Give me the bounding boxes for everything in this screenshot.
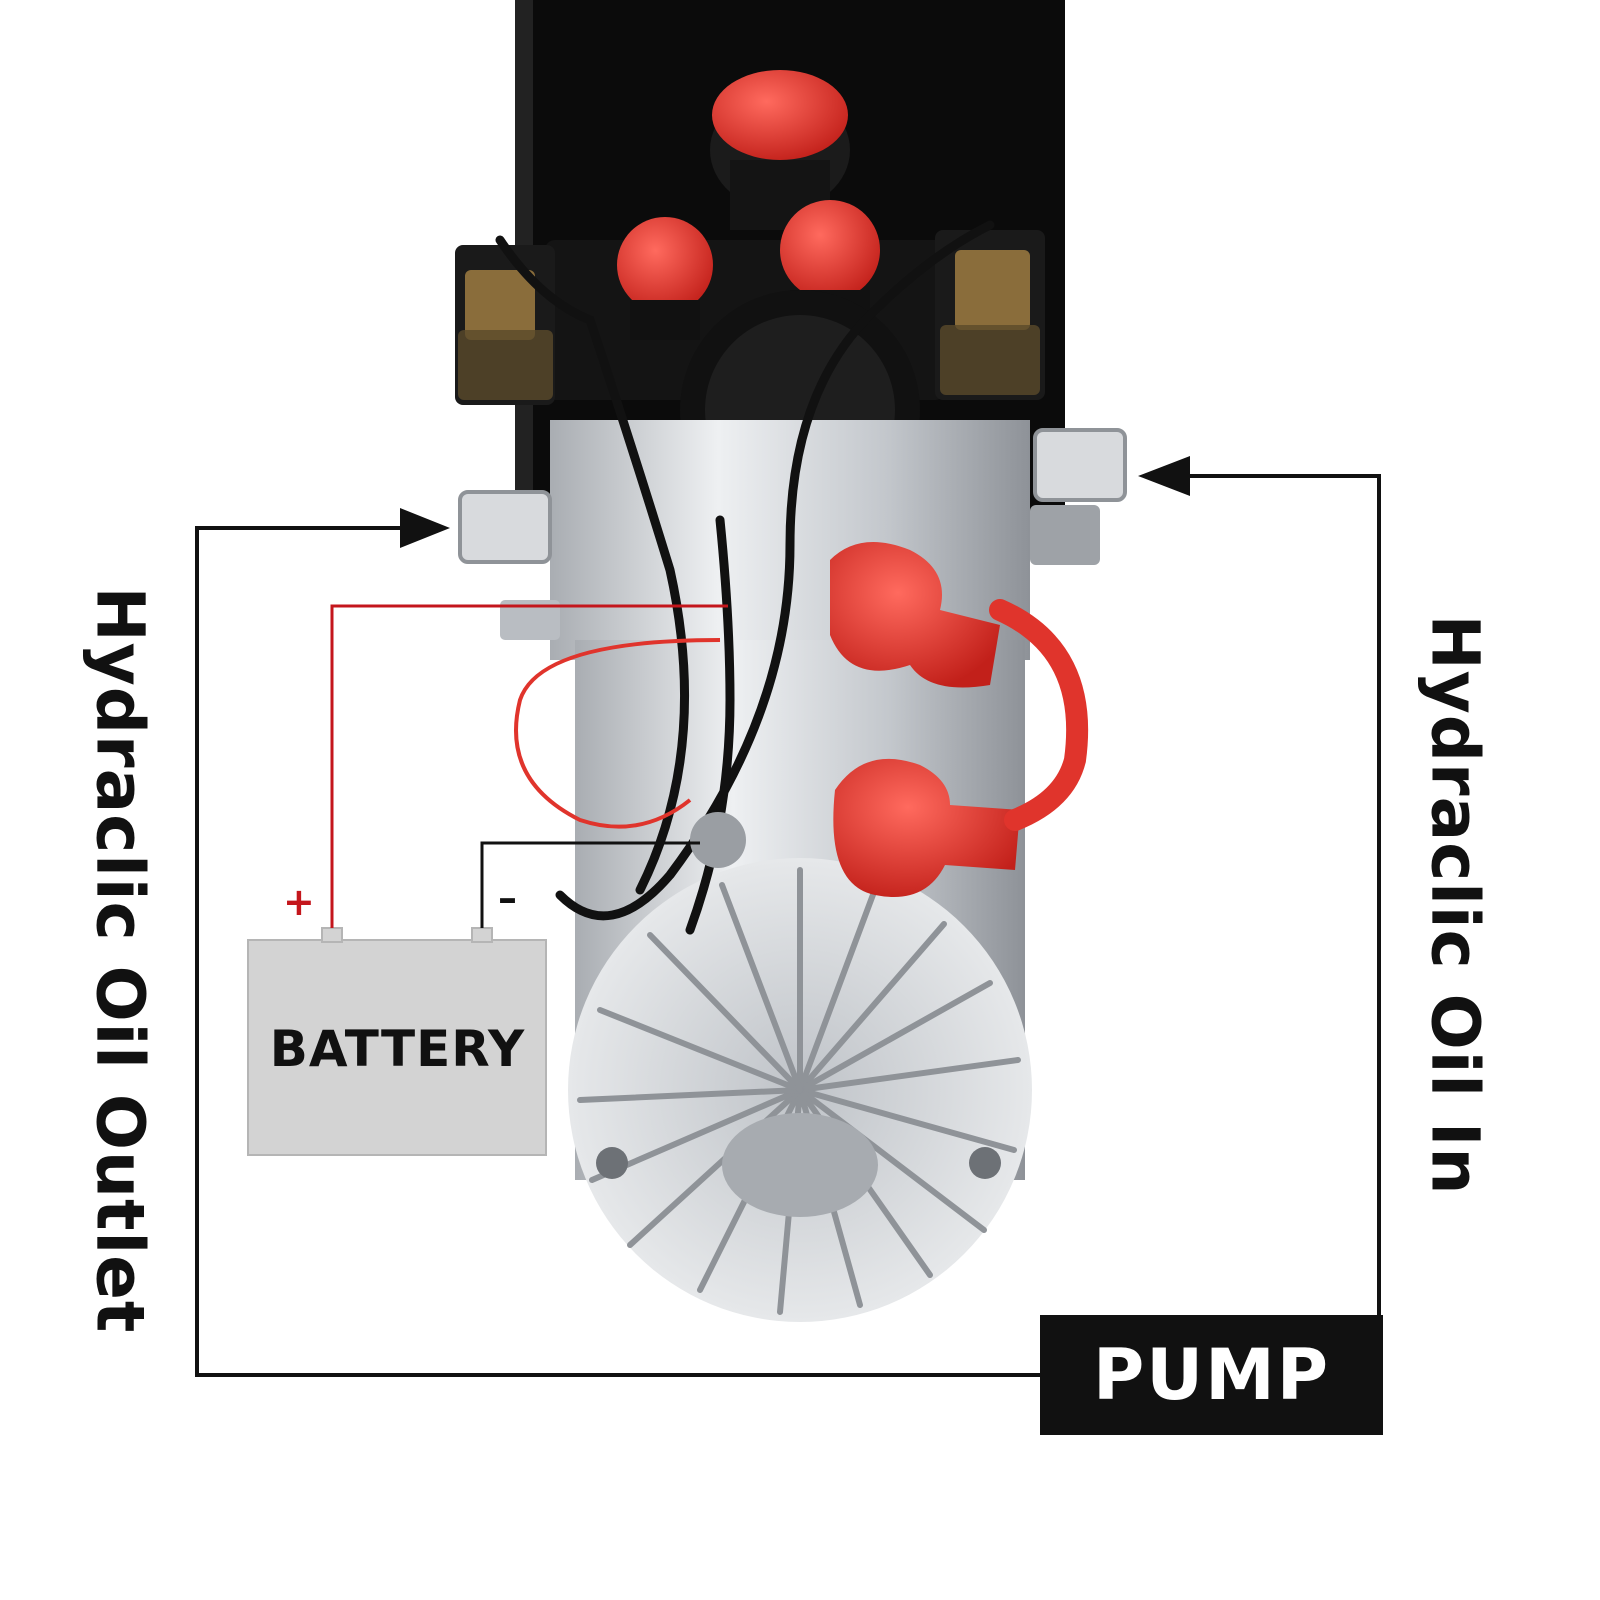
end-bolt-left [596,1147,628,1179]
right-coil-window [940,325,1040,395]
terminal-boot-top [830,542,1000,688]
inlet-arrow [1138,456,1190,496]
pump-label-box: PUMP [1040,1315,1383,1435]
battery-terminal-positive [321,927,343,943]
left-coil-brass [465,270,535,340]
terminal-boot-bottom [833,758,1020,897]
positive-wire [330,604,728,928]
positive-terminal-label: + [283,880,315,924]
inlet-port [1033,428,1127,502]
motor-badge [722,1113,878,1217]
left-valve-knob [617,217,713,313]
outlet-port [458,490,552,564]
left-coil-window [458,330,553,400]
thin-red-wire [514,638,721,829]
fill-cap [712,70,848,160]
pump-label: PUMP [1092,1334,1331,1416]
negative-stud [690,812,746,868]
negative-wire [480,841,700,928]
battery-terminal-negative [471,927,493,943]
battery-body [247,939,547,1156]
side-bolt [500,600,560,640]
battery-label: BATTERY [269,1020,526,1078]
hydraulic-oil-outlet-label: Hydraclic Oil Outlet [81,586,159,1334]
right-coil-brass [955,250,1030,330]
right-valve-knob [780,200,880,300]
inlet-nut [1030,505,1100,565]
negative-terminal-label: – [498,876,517,920]
outlet-arrow [400,508,450,548]
inlet-flow-line [1145,474,1381,1315]
end-bolt-right [969,1147,1001,1179]
hydraulic-oil-in-label: Hydraclic Oil In [1416,614,1494,1196]
outlet-flow-line [195,523,1040,1377]
red-jumper-cable [989,599,1089,831]
knob-stem-left [630,300,700,340]
